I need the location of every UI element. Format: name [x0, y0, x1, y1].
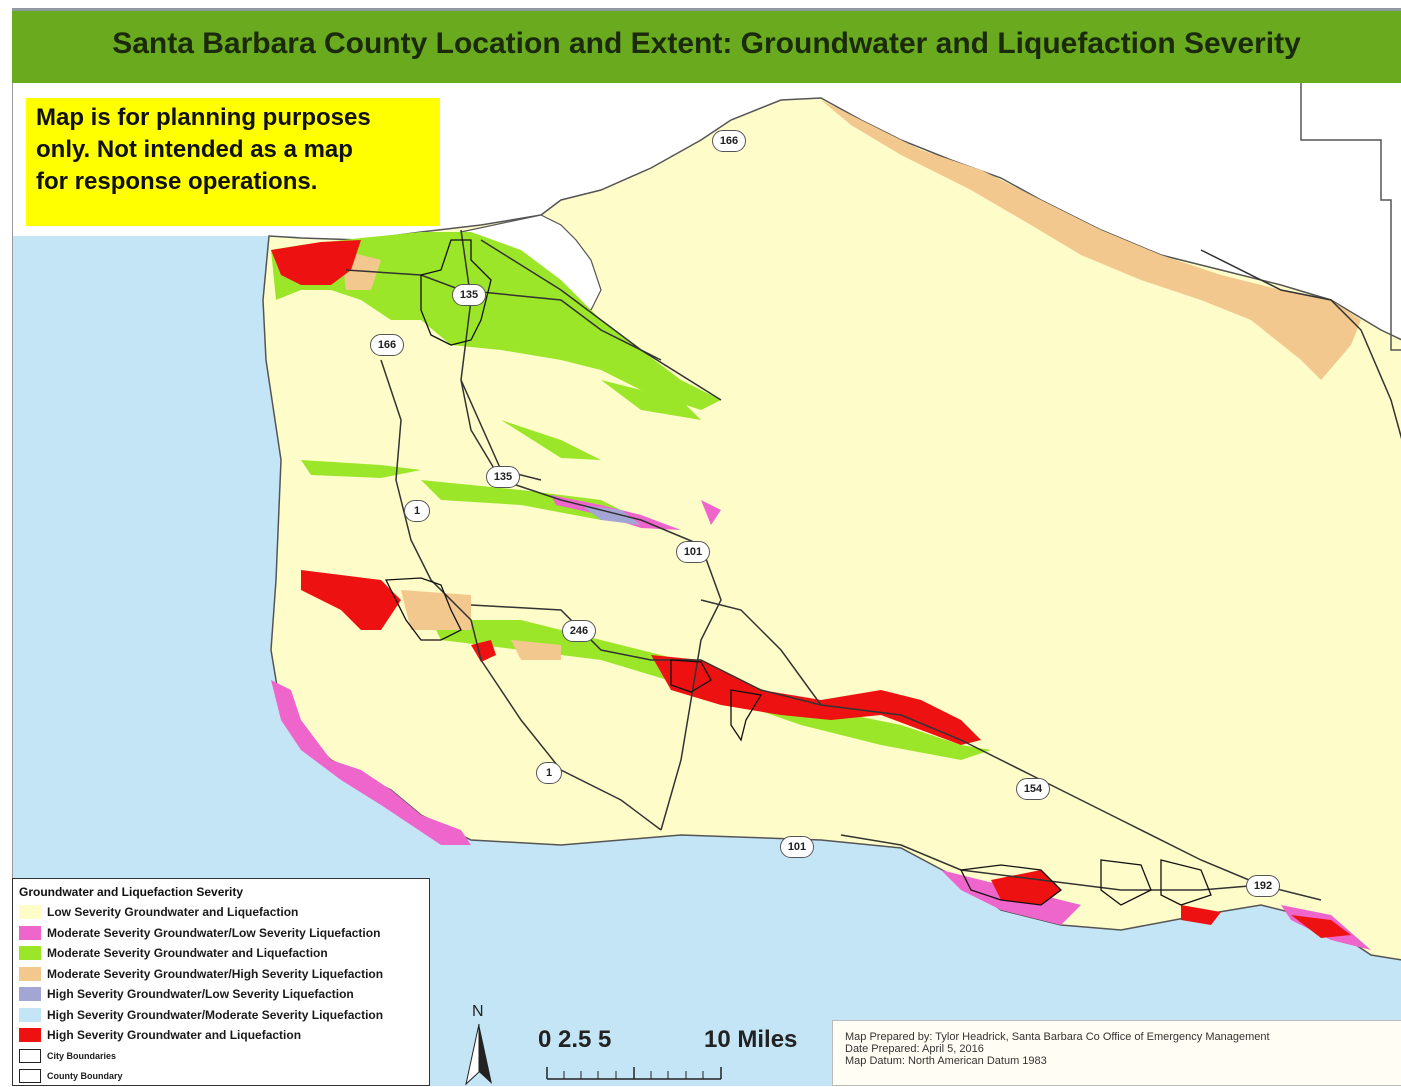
- credits-prepared-by: Map Prepared by: Tylor Headrick, Santa B…: [845, 1031, 1270, 1043]
- map-title: Santa Barbara County Location and Extent…: [112, 27, 1301, 60]
- legend-label: High Severity Groundwater/Moderate Sever…: [47, 1007, 384, 1022]
- mod-low-zone-inland: [551, 495, 721, 530]
- legend-swatch: [19, 905, 41, 920]
- legend-swatch: [19, 946, 41, 961]
- highway-shield-135: 135: [452, 284, 486, 306]
- scale-ticks: 0 2.5 5: [538, 1026, 612, 1053]
- north-label: N: [472, 1003, 484, 1020]
- highway-shield-1: 1: [404, 500, 430, 522]
- legend-item: Low Severity Groundwater and Liquefactio…: [19, 902, 423, 923]
- disclaimer-line: Map is for planning purposes: [36, 104, 371, 131]
- map-frame[interactable]: [12, 83, 1401, 1086]
- legend-label: High Severity Groundwater and Liquefacti…: [47, 1028, 302, 1043]
- disclaimer-line: only. Not intended as a map: [36, 136, 353, 163]
- legend-swatch: [19, 1069, 41, 1084]
- highway-shield-154: 154: [1016, 778, 1050, 800]
- legend-label: Moderate Severity Groundwater/High Sever…: [47, 966, 384, 981]
- disclaimer-line: for response operations.: [36, 168, 318, 195]
- legend-label: Moderate Severity Groundwater/Low Severi…: [47, 925, 381, 940]
- legend-swatch: [19, 966, 41, 981]
- road-network: [345, 229, 1401, 901]
- legend-item: Moderate Severity Groundwater/High Sever…: [19, 964, 423, 985]
- legend-item: High Severity Groundwater/Moderate Sever…: [19, 1005, 423, 1026]
- city-boundaries: [384, 239, 1212, 906]
- legend-swatch: [19, 1028, 41, 1043]
- legend-swatch: [19, 1048, 41, 1063]
- map-canvas[interactable]: [13, 83, 1401, 1086]
- moderate-zone-north: [271, 232, 721, 410]
- county-boundary-east: [1300, 83, 1401, 351]
- title-bar: Santa Barbara County Location and Extent…: [12, 8, 1401, 83]
- legend-swatch: [19, 925, 41, 940]
- north-arrow-icon: [465, 1023, 492, 1086]
- highway-shield-246: 246: [562, 620, 596, 642]
- legend-label: Low Severity Groundwater and Liquefactio…: [47, 905, 299, 920]
- credits-date: Date Prepared: April 5, 2016: [845, 1043, 984, 1055]
- legend-item: City Boundaries: [19, 1046, 423, 1067]
- high-zone-coast: [991, 870, 1351, 938]
- highway-shield-101: 101: [780, 836, 814, 858]
- highway-shield-192: 192: [1246, 875, 1280, 897]
- map-legend: Groundwater and Liquefaction Severity Lo…: [12, 878, 430, 1086]
- legend-label: City Boundaries: [47, 1050, 117, 1061]
- legend-swatch: [19, 987, 41, 1002]
- scale-bar: 0 2.5 5 10 Miles: [538, 1022, 838, 1082]
- mod-high-zone-east: [821, 100, 1361, 380]
- high-low-zone: [581, 505, 641, 525]
- high-zone-north: [271, 240, 361, 285]
- legend-label: County Boundary: [47, 1071, 123, 1082]
- legend-label: High Severity Groundwater/Low Severity L…: [47, 987, 354, 1002]
- highway-shield-135: 135: [486, 466, 520, 488]
- legend-item: Moderate Severity Groundwater/Low Severi…: [19, 923, 423, 944]
- legend-item: Moderate Severity Groundwater and Liquef…: [19, 943, 423, 964]
- legend-item: County Boundary: [19, 1066, 423, 1087]
- highway-shield-101: 101: [676, 541, 710, 563]
- scale-unit: 10 Miles: [704, 1026, 798, 1053]
- legend-title: Groundwater and Liquefaction Severity: [19, 885, 244, 899]
- legend-item: High Severity Groundwater and Liquefacti…: [19, 1025, 423, 1046]
- legend-label: Moderate Severity Groundwater and Liquef…: [47, 946, 328, 961]
- high-zone-lompoc: [301, 570, 496, 662]
- highway-shield-166: 166: [370, 334, 404, 356]
- credits-box: Map Prepared by: Tylor Headrick, Santa B…: [832, 1020, 1401, 1086]
- pacific-ocean: [13, 236, 1401, 1086]
- scale-ruler: [546, 1067, 722, 1080]
- legend-swatch: [19, 1007, 41, 1022]
- disclaimer-box: Map is for planning purposes only. Not i…: [26, 98, 440, 226]
- credits-datum: Map Datum: North American Datum 1983: [845, 1055, 1047, 1067]
- highway-shield-166: 166: [712, 130, 746, 152]
- legend-item: High Severity Groundwater/Low Severity L…: [19, 984, 423, 1005]
- high-zone-santa-ynez: [651, 655, 981, 745]
- highway-shield-1: 1: [536, 762, 562, 784]
